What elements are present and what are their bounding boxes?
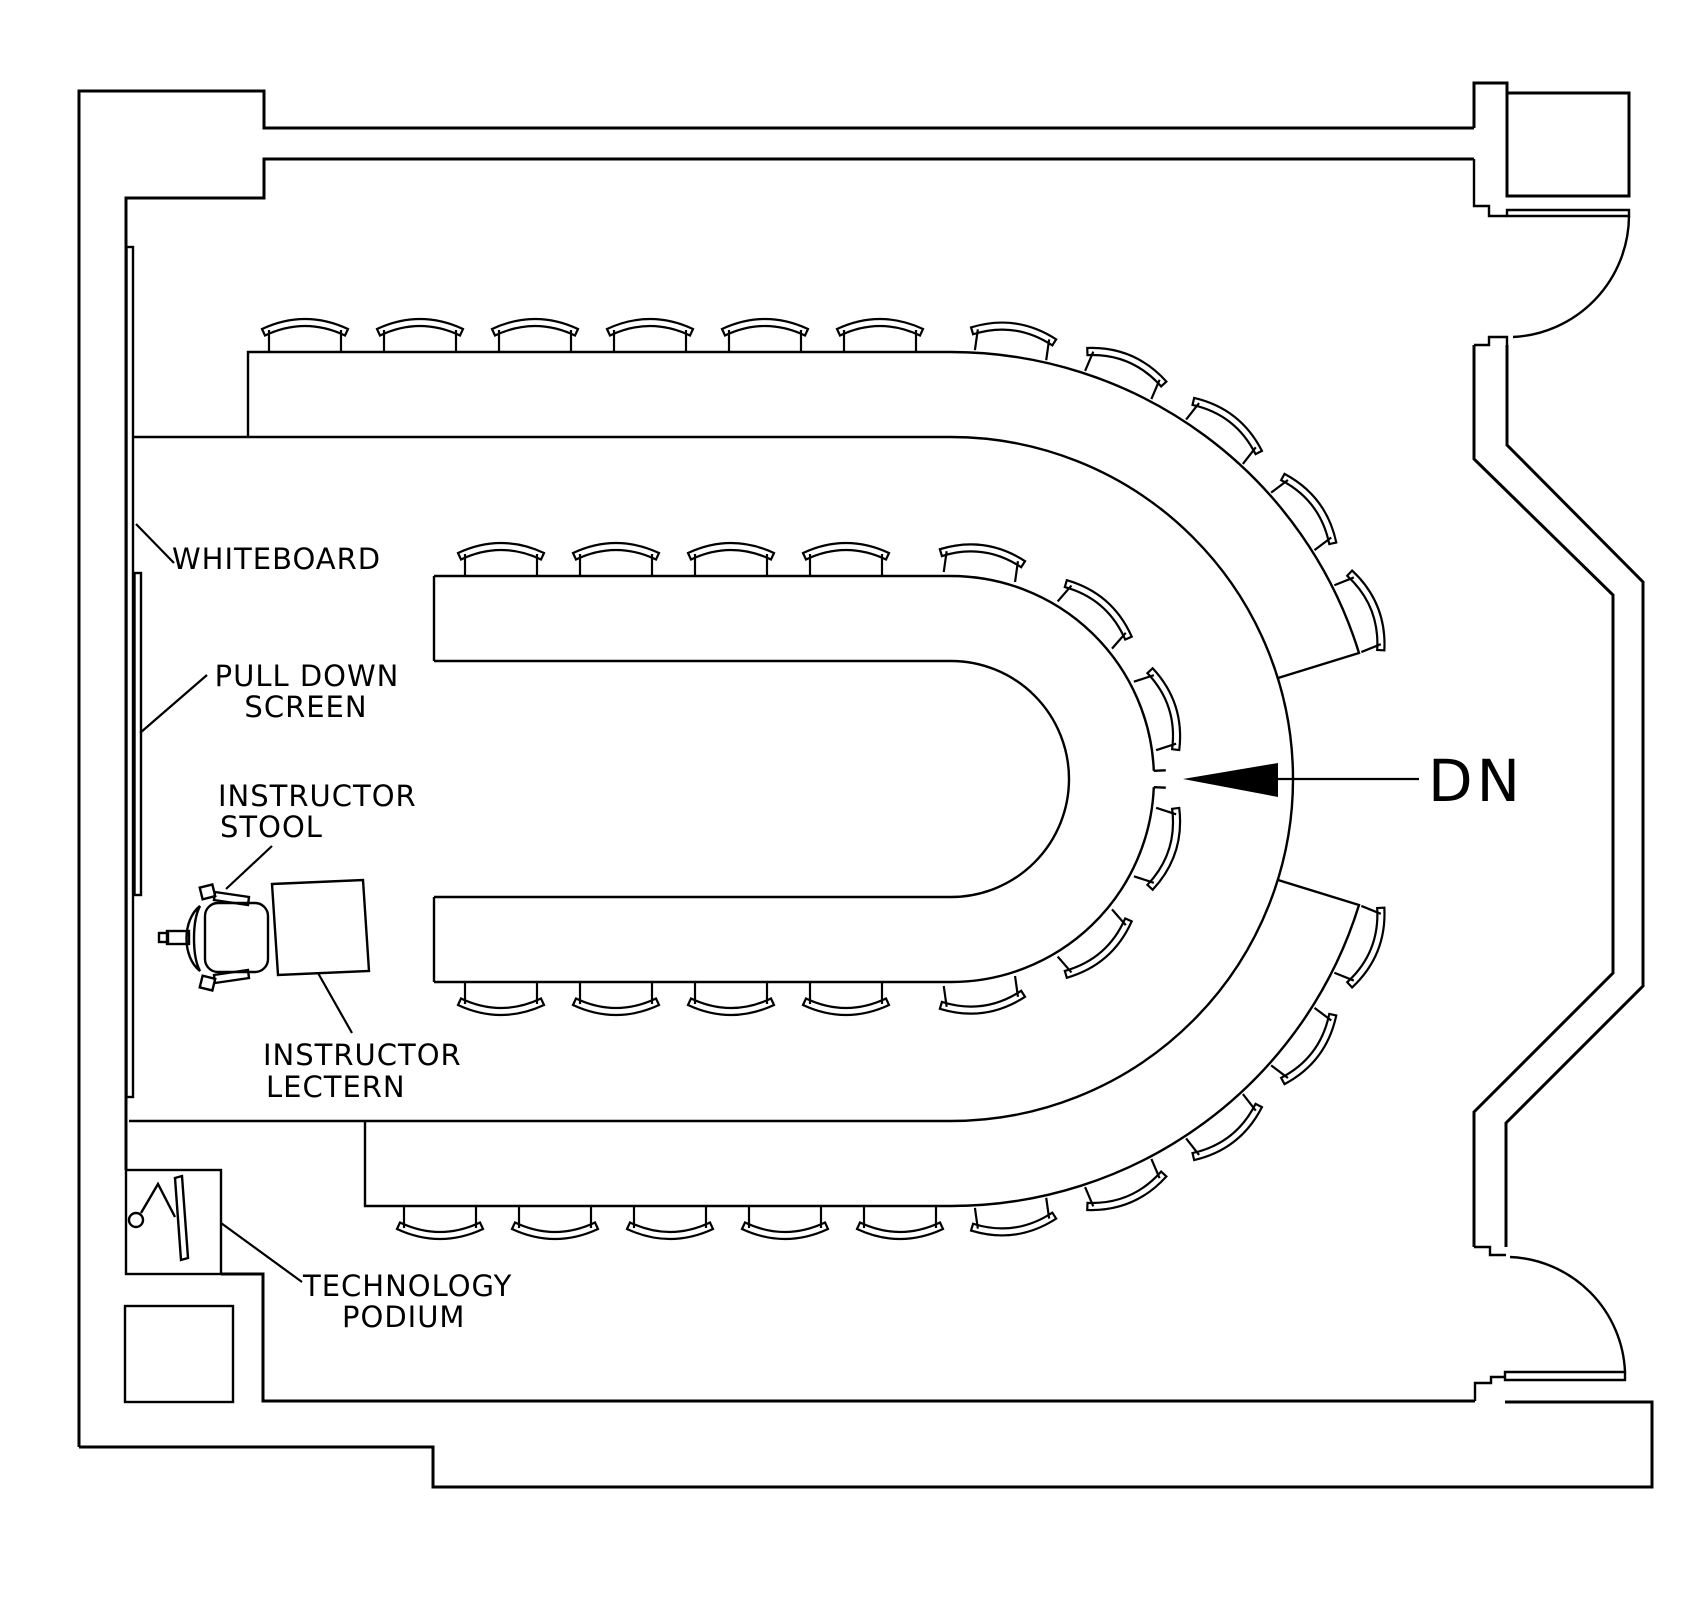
instructor-lectern: [270, 878, 371, 977]
whiteboard: [125, 245, 135, 1099]
chair: [855, 1205, 945, 1241]
door-swing-arc: [1509, 1255, 1627, 1373]
podium-arm: [139, 1181, 177, 1218]
technology-podium-label: PODIUM: [342, 1300, 465, 1334]
dn-arrow: [1183, 763, 1419, 797]
chair: [720, 317, 810, 353]
chair: [1077, 337, 1172, 403]
chair: [375, 317, 465, 353]
chair: [571, 541, 661, 577]
chair: [966, 1195, 1059, 1242]
podium-box: [124, 1168, 223, 1276]
instructor-stool-label: INSTRUCTOR: [218, 779, 417, 813]
stool-leg: [157, 931, 170, 944]
instructor-lectern-label: LECTERN: [266, 1070, 406, 1104]
chair: [740, 1205, 830, 1241]
pull-down-screen: [133, 571, 143, 897]
chair: [605, 317, 695, 353]
stool-armrest: [198, 883, 217, 901]
pull-down-screen-label: PULL DOWN: [215, 659, 400, 693]
lectern-leader: [317, 972, 353, 1034]
podium-monitor: [173, 1174, 190, 1262]
chair: [1077, 1155, 1172, 1221]
chair: [395, 1205, 485, 1241]
chair: [456, 541, 546, 577]
chair: [686, 541, 776, 577]
podium-arm-base: [127, 1211, 145, 1229]
chair: [1130, 664, 1190, 758]
door-swing-arc: [1512, 215, 1631, 339]
stool-armrest: [198, 974, 217, 992]
chair: [260, 317, 350, 353]
stool-seat: [203, 901, 270, 974]
dn-label: DN: [1428, 747, 1524, 815]
screen-leader: [139, 674, 208, 734]
chair: [510, 1205, 600, 1241]
chair: [1330, 565, 1395, 660]
technology-podium-label: TECHNOLOGY: [302, 1269, 512, 1303]
chair: [686, 981, 776, 1017]
technology-podium: [124, 1168, 223, 1276]
pull-down-screen-label: SCREEN: [244, 690, 367, 724]
stool-armrest: [212, 968, 251, 985]
instructor-stool: [157, 883, 270, 992]
door-leaf: [1505, 208, 1631, 218]
chair: [966, 316, 1059, 363]
chair: [1051, 903, 1140, 987]
door-leaf: [1503, 1370, 1627, 1382]
stool-back: [185, 905, 202, 972]
chair: [1051, 571, 1140, 655]
chair: [1130, 800, 1190, 894]
chair: [835, 317, 925, 353]
podium-leader: [220, 1222, 303, 1283]
instructor-lectern-label: INSTRUCTOR: [263, 1038, 462, 1072]
chair: [456, 981, 546, 1017]
chair: [1330, 898, 1395, 993]
whiteboard-leader: [135, 523, 175, 564]
whiteboard-label: WHITEBOARD: [172, 542, 381, 576]
chair: [490, 317, 580, 353]
stool-armrest: [212, 890, 251, 907]
door-bottom-right: [1473, 1245, 1627, 1401]
wall-outline: [77, 81, 1654, 1489]
door-top-right: [1472, 159, 1631, 347]
chair: [571, 981, 661, 1017]
stool-leader: [225, 845, 273, 890]
chair: [801, 541, 891, 577]
chair: [625, 1205, 715, 1241]
inner-table: [432, 574, 1166, 984]
instructor-stool-label: STOOL: [220, 810, 323, 844]
cabinet: [123, 1304, 235, 1404]
arrow-head-icon: [1183, 763, 1278, 797]
chair: [801, 981, 891, 1017]
